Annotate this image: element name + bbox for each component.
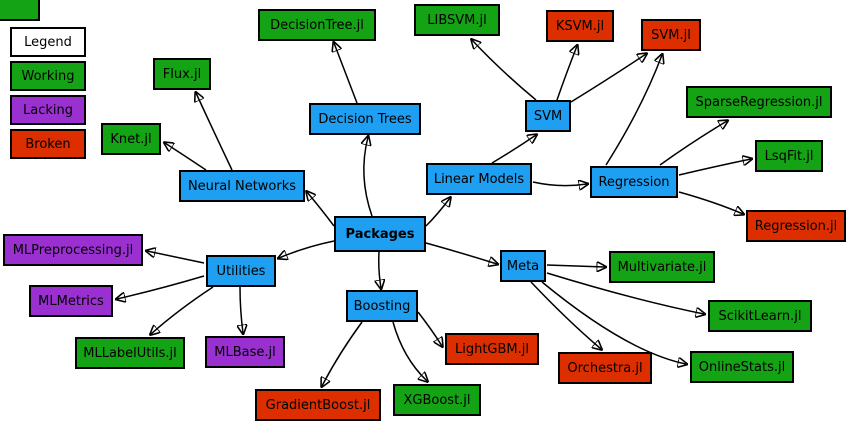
- node-regression-jl: Regression.jl: [746, 210, 846, 242]
- node-knet-jl: Knet.jl: [101, 123, 161, 155]
- edge-regression-sparseregression-jl: [659, 121, 727, 166]
- node-scikitlearn-jl: ScikitLearn.jl: [708, 300, 812, 332]
- node-onlinestats-jl: OnlineStats.jl: [690, 351, 794, 383]
- edge-regression-svm-jl: [605, 55, 662, 166]
- edge-decision-trees-decisiontree-jl: [334, 43, 358, 104]
- node-regression: Regression: [590, 166, 678, 198]
- node-neural-networks: Neural Networks: [179, 170, 305, 202]
- node-svm-jl: SVM.jl: [641, 19, 701, 51]
- node-multivariate-jl: Multivariate.jl: [609, 251, 715, 283]
- edge-svm-ksvm-jl: [556, 46, 577, 101]
- node-xgboost-jl: XGBoost.jl: [393, 384, 481, 416]
- edge-utilities-mlpreprocessing-jl: [147, 251, 205, 264]
- node-decision-trees: Decision Trees: [309, 103, 421, 135]
- node-orchestra-jl: Orchestra.jl: [558, 352, 652, 384]
- node-flux-jl: Flux.jl: [153, 58, 211, 90]
- node-ksvm-jl: KSVM.jl: [546, 10, 614, 42]
- edge-regression-regression-jl: [678, 191, 743, 214]
- node-mlbase-jl: MLBase.jl: [205, 336, 285, 368]
- edge-packages-utilities: [279, 240, 335, 258]
- legend-item-broken: Broken: [10, 129, 86, 159]
- node-linear-models: Linear Models: [426, 163, 532, 195]
- node-lightgbm-jl: LightGBM.jl: [445, 333, 539, 365]
- edge-regression-lsqfit-jl: [678, 159, 751, 176]
- node-gradientboost-jl: GradientBoost.jl: [255, 389, 381, 421]
- node-mllabelutils-jl: MLLabelUtils.jl: [75, 337, 185, 369]
- edge-meta-orchestra-jl: [530, 281, 601, 349]
- edge-utilities-mlbase-jl: [240, 286, 243, 333]
- node-mlmetrics: MLMetrics: [29, 285, 113, 317]
- node-packages: Packages: [334, 216, 426, 252]
- legend-item-working: Working: [10, 61, 86, 91]
- edge-packages-neural-networks: [307, 192, 335, 227]
- legend-title: Legend: [10, 27, 86, 57]
- edge-packages-decision-trees: [364, 137, 373, 217]
- edge-boosting-xgboost-jl: [392, 321, 427, 381]
- node-decisiontree-jl: DecisionTree.jl: [258, 9, 376, 41]
- edge-neural-networks-flux-jl: [196, 93, 233, 171]
- corner-artifact-box: [0, 0, 40, 21]
- edge-linear-models-regression: [532, 182, 587, 186]
- edge-boosting-gradientboost-jl: [322, 321, 363, 386]
- node-meta: Meta: [500, 250, 546, 282]
- node-boosting: Boosting: [346, 290, 418, 322]
- node-libsvm-jl: LIBSVM.jl: [414, 4, 500, 36]
- edge-utilities-mlmetrics: [117, 275, 205, 299]
- edge-svm-svm-jl: [570, 54, 646, 103]
- edge-packages-boosting: [379, 251, 381, 288]
- edge-meta-multivariate-jl: [546, 265, 605, 267]
- edge-neural-networks-knet-jl: [165, 143, 207, 171]
- legend-item-lacking: Lacking: [10, 95, 86, 125]
- node-sparseregression-jl: SparseRegression.jl: [686, 86, 832, 118]
- node-mlpreprocessing-jl: MLPreprocessing.jl: [3, 234, 143, 266]
- edge-linear-models-svm: [491, 135, 536, 164]
- edge-utilities-mllabelutils-jl: [151, 286, 214, 334]
- edge-packages-linear-models: [425, 198, 450, 227]
- edge-svm-libsvm-jl: [472, 40, 537, 101]
- node-lsqfit-jl: LsqFit.jl: [755, 140, 823, 172]
- edge-boosting-lightgbm-jl: [417, 311, 442, 346]
- node-utilities: Utilities: [206, 255, 276, 287]
- edge-packages-meta: [425, 242, 497, 264]
- node-svm: SVM: [525, 100, 571, 132]
